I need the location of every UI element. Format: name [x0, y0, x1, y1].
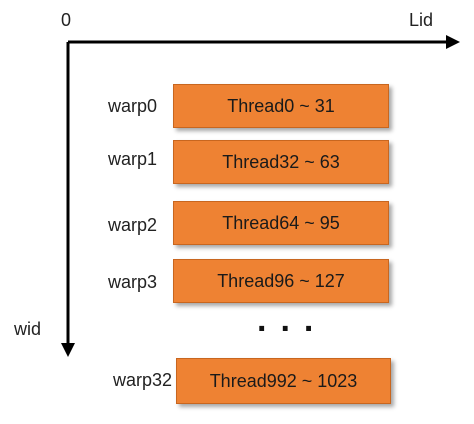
x-axis-arrowhead — [446, 35, 460, 49]
warp-thread-box: Thread32 ~ 63 — [173, 140, 389, 184]
warp-thread-box: Thread64 ~ 95 — [173, 201, 389, 245]
x-axis-label: Lid — [409, 10, 434, 30]
warp-thread-box: Thread96 ~ 127 — [173, 259, 389, 303]
warp-thread-box: Thread992 ~ 1023 — [176, 358, 391, 404]
origin-label: 0 — [61, 10, 72, 30]
warp-thread-box: Thread0 ~ 31 — [173, 84, 389, 128]
warp-label: warp0 — [108, 96, 158, 116]
y-axis-arrowhead — [61, 343, 75, 357]
warp-label: warp1 — [108, 149, 158, 169]
warp-label: warp3 — [108, 272, 158, 292]
warp-label: warp32 — [113, 370, 173, 390]
warp-label: warp2 — [108, 215, 158, 235]
y-axis-label: wid — [14, 319, 42, 339]
ellipsis-dots: ... — [257, 301, 328, 339]
